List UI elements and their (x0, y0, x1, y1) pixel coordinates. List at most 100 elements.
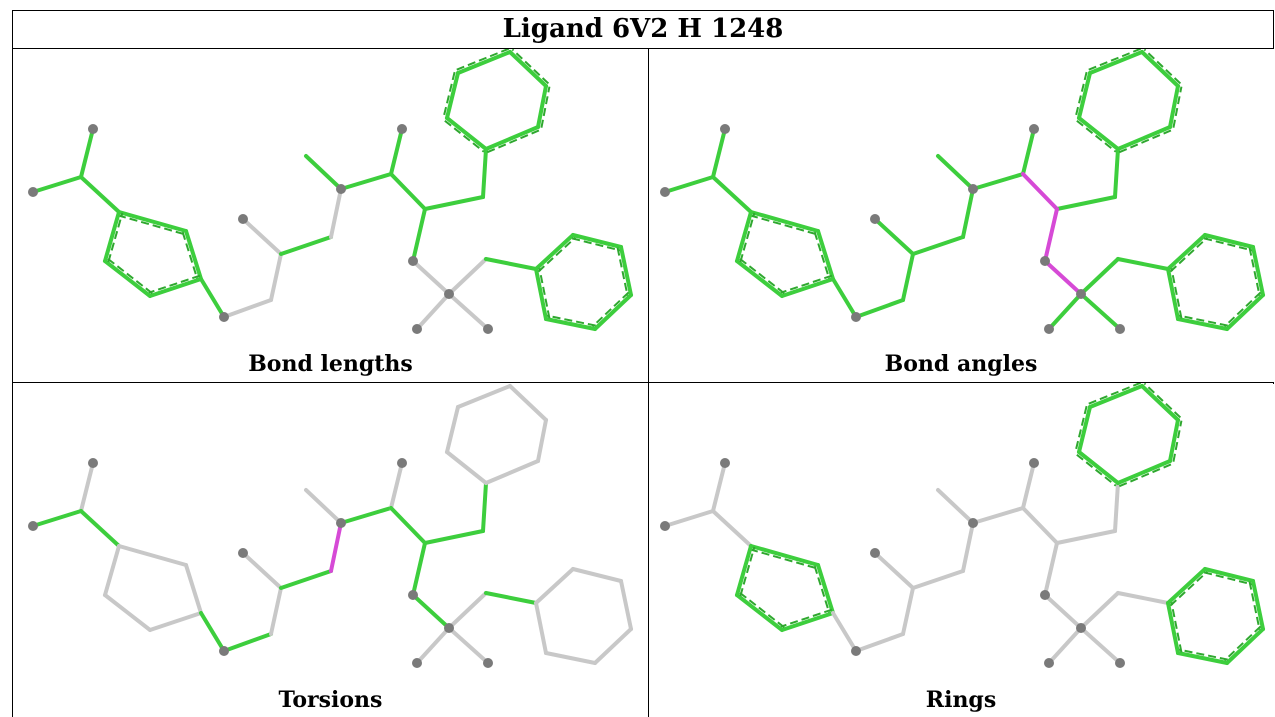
bond (544, 317, 597, 331)
bond (1116, 459, 1172, 485)
bond (117, 210, 188, 233)
atom-sphere (1029, 458, 1039, 468)
atom-sphere (968, 518, 978, 528)
aromatic-bond-dash (546, 314, 596, 327)
bond (484, 591, 538, 605)
bond (1088, 50, 1144, 75)
bond (279, 235, 333, 256)
bond (1203, 233, 1255, 249)
bond (534, 267, 548, 321)
bond (816, 563, 835, 615)
figure-title: Ligand 6V2 H 1248 (502, 14, 784, 44)
aromatic-bond-dash (486, 129, 540, 154)
bond (329, 187, 343, 239)
atom-sphere (336, 518, 346, 528)
aromatic-bond-dash (1118, 463, 1172, 488)
bond (447, 292, 490, 331)
atom-sphere (660, 521, 670, 531)
aromatic-bond-dash (1223, 291, 1262, 328)
bond (1176, 317, 1229, 331)
bond (184, 563, 203, 615)
atom-sphere (412, 324, 422, 334)
panel-caption: Rings (925, 687, 997, 713)
atom-sphere (1044, 658, 1054, 668)
bond (1021, 172, 1059, 211)
bond (593, 293, 633, 331)
atom-sphere (851, 646, 861, 656)
bond (1021, 461, 1036, 510)
bond (79, 175, 121, 214)
atom-sphere (219, 646, 229, 656)
bond (117, 544, 188, 567)
bond (447, 591, 488, 630)
bond (663, 175, 715, 194)
bond (411, 259, 451, 296)
bond (445, 405, 460, 454)
atom-sphere (412, 658, 422, 668)
bond (445, 450, 488, 485)
bond (735, 259, 784, 298)
bond (1021, 506, 1059, 545)
aromatic-bond-dash (444, 119, 485, 153)
aromatic-bond-dash (538, 268, 551, 319)
bond (389, 172, 427, 211)
aromatic-bond-dash (1074, 71, 1088, 118)
bond (711, 461, 727, 513)
bond (222, 298, 273, 319)
bond (1088, 384, 1144, 409)
bond (1077, 116, 1120, 151)
bond (663, 509, 715, 528)
bond (339, 172, 393, 191)
bond (961, 521, 975, 573)
molecule-rings (660, 383, 1265, 668)
atom-sphere (1076, 289, 1086, 299)
bond (1166, 233, 1207, 271)
bond (184, 229, 203, 281)
bond (103, 210, 121, 263)
bond (148, 277, 203, 298)
atom-sphere (660, 187, 670, 197)
atom-sphere (1076, 623, 1086, 633)
bond (445, 71, 460, 120)
aromatic-bond-dash (1172, 86, 1183, 128)
panel-bond-angles: Bond angles (649, 49, 1273, 382)
bond (971, 506, 1025, 525)
bond (339, 506, 393, 525)
bond (1077, 71, 1092, 120)
bond (508, 384, 548, 422)
border-left (12, 10, 13, 717)
aromatic-bond-dash (1143, 49, 1182, 85)
bond (481, 147, 488, 199)
bond (901, 252, 915, 302)
aromatic-bond-dash (511, 49, 550, 85)
bond (241, 551, 283, 590)
bond (103, 259, 152, 298)
bond (854, 298, 905, 319)
aromatic-bond-dash (1074, 405, 1088, 452)
aromatic-bond-dash (148, 274, 201, 294)
bond (1251, 245, 1265, 297)
aromatic-bond-dash (780, 608, 833, 628)
bond (534, 567, 575, 605)
bond (447, 626, 490, 665)
atom-sphere (408, 590, 418, 600)
bond (536, 84, 548, 129)
bond (411, 207, 427, 263)
aromatic-bond-dash (1076, 119, 1117, 153)
bond (711, 127, 727, 179)
bond (1043, 259, 1083, 296)
bond (749, 544, 820, 567)
bond (961, 187, 975, 239)
bond (484, 459, 540, 485)
bond (536, 418, 548, 463)
bond (1251, 579, 1265, 631)
atom-sphere (483, 324, 493, 334)
atom-sphere (1040, 590, 1050, 600)
atom-sphere (336, 184, 346, 194)
bond (1047, 626, 1083, 665)
aromatic-bond-dash (738, 257, 785, 295)
bond (79, 127, 95, 179)
bond (222, 632, 273, 653)
aromatic-bond-dash (1076, 453, 1117, 487)
aromatic-bond-dash (442, 71, 456, 118)
